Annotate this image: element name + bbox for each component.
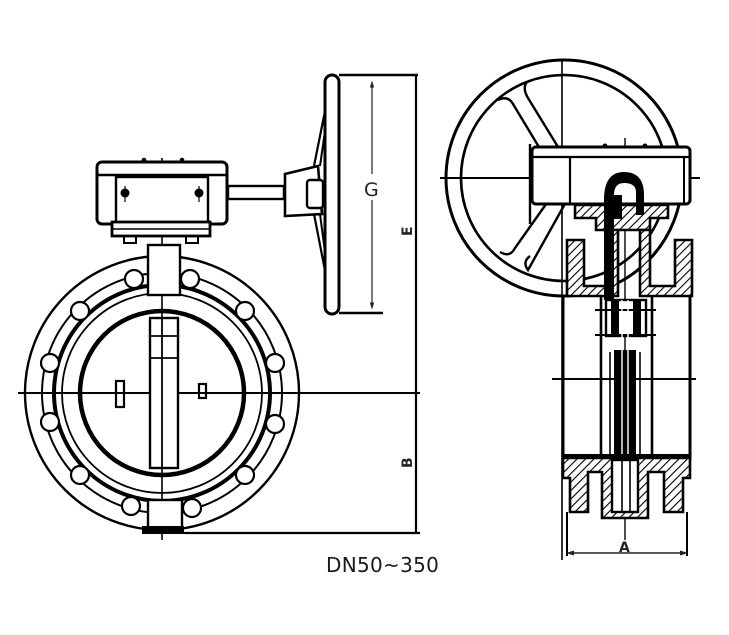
dimension-label-e: E xyxy=(400,226,416,236)
disc-circle xyxy=(77,308,247,478)
size-range-caption: DN50~350 xyxy=(326,553,440,577)
dimension-label-b: B xyxy=(400,457,416,468)
dimension-label-g: G xyxy=(364,179,379,201)
side-view xyxy=(440,58,700,560)
disc-side xyxy=(614,350,636,455)
handwheel-rim-side xyxy=(323,73,341,316)
front-view xyxy=(18,73,420,540)
dimension-label-a: A xyxy=(619,540,630,556)
bolt-holes xyxy=(39,268,286,519)
